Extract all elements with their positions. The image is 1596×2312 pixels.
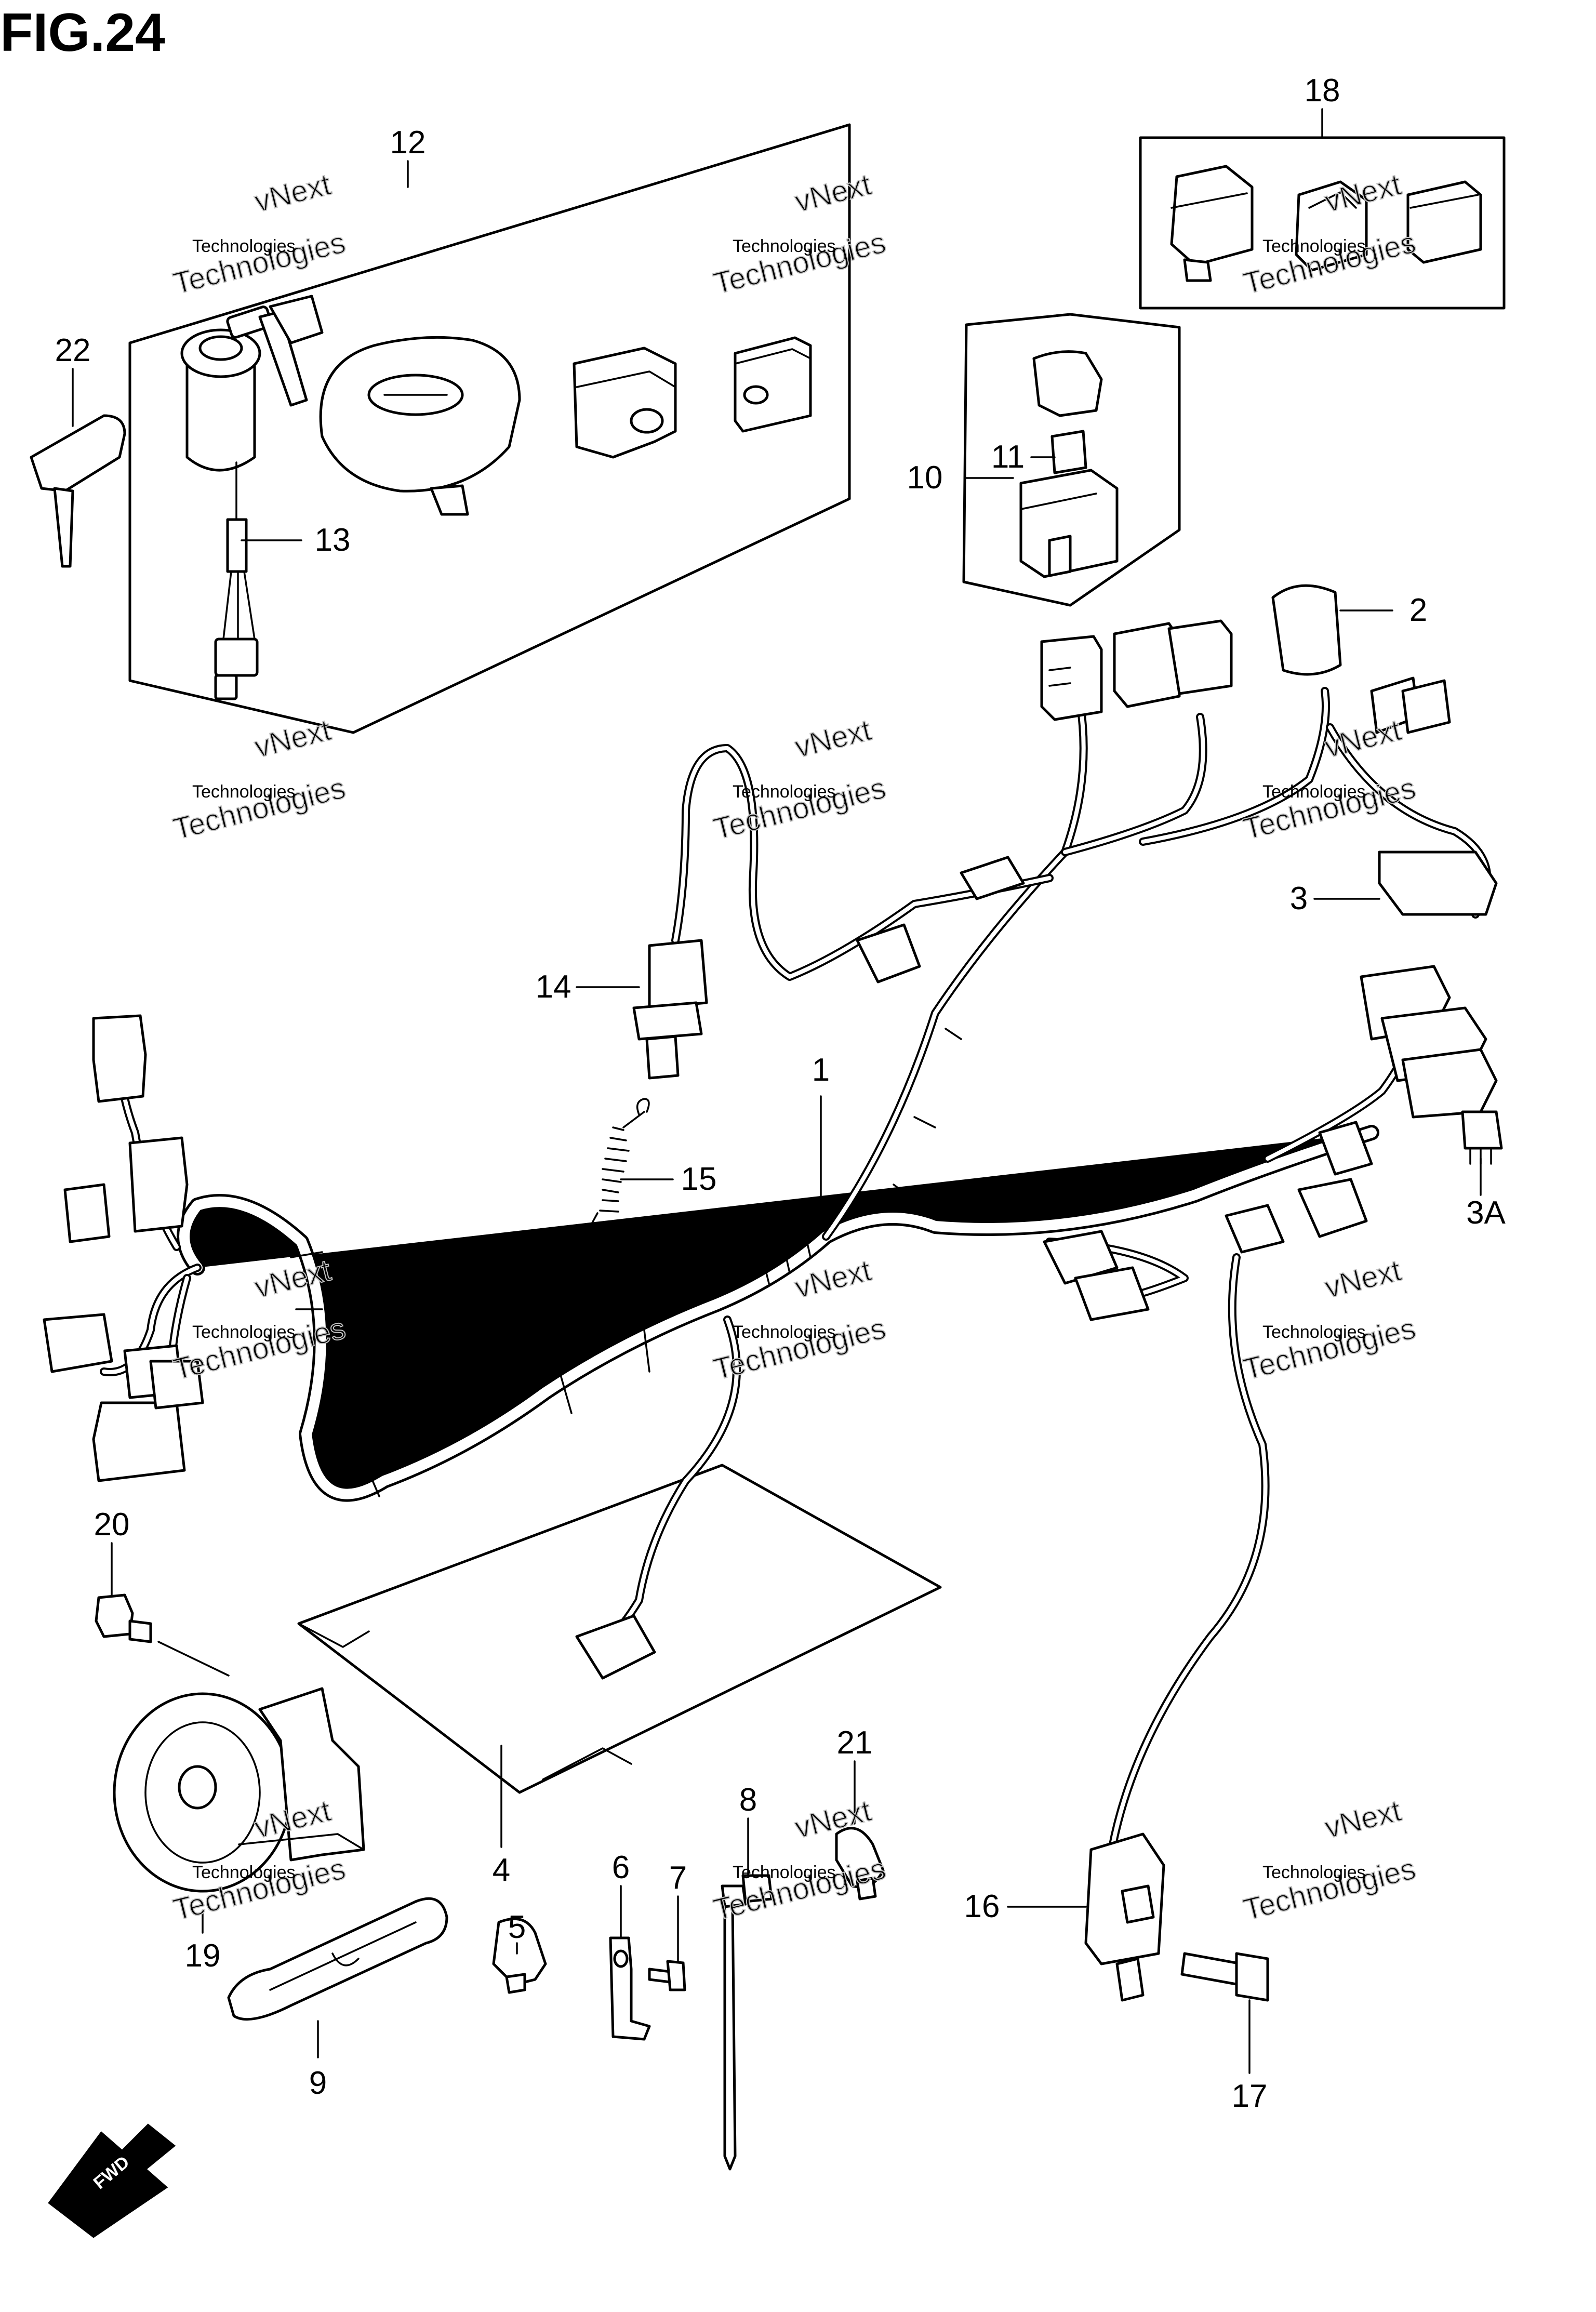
wiring-harness xyxy=(100,687,1492,1854)
callout-11: 11 xyxy=(991,439,1025,475)
watermark: vNext Technologies Technologies xyxy=(169,712,349,846)
relay-kit-10 xyxy=(962,313,1181,607)
svg-text:vNext: vNext xyxy=(792,713,875,764)
protector-9 xyxy=(227,1897,448,2021)
stay-6 xyxy=(609,1936,651,2041)
svg-text:Technologies: Technologies xyxy=(1262,782,1365,802)
svg-text:vNext: vNext xyxy=(792,167,875,219)
callout-8: 8 xyxy=(739,1782,757,1818)
screw-7 xyxy=(648,1960,686,1991)
watermark: vNext Technologies Technologies xyxy=(710,712,889,846)
callout-15: 15 xyxy=(681,1161,717,1197)
connector-kit-18 xyxy=(1139,136,1506,310)
svg-text:Technologies: Technologies xyxy=(192,782,295,802)
clamp-5 xyxy=(492,1917,547,1994)
callout-5: 5 xyxy=(508,1909,526,1945)
callout-3: 3 xyxy=(1290,881,1308,916)
callout-2: 2 xyxy=(1409,592,1427,628)
seat-lock xyxy=(573,347,677,459)
callouts: 1 2 3 3A 4 5 6 7 8 9 10 11 12 13 14 15 1… xyxy=(55,73,1506,2114)
callout-7: 7 xyxy=(669,1860,687,1896)
svg-text:Technologies: Technologies xyxy=(1262,1322,1365,1342)
horn-19 xyxy=(113,1687,365,1893)
callout-13: 13 xyxy=(315,522,351,558)
callout-10: 10 xyxy=(907,460,943,496)
svg-text:Technologies: Technologies xyxy=(1262,1863,1365,1882)
switch-14 xyxy=(632,939,708,1080)
sensor-16 xyxy=(1084,1832,1165,2002)
watermark: vNext Technologies Technologies xyxy=(710,1793,889,1927)
kit-12-frame xyxy=(128,123,851,734)
callout-17: 17 xyxy=(1232,2078,1268,2114)
callout-19: 19 xyxy=(185,1938,221,1974)
fwd-arrow: FWD xyxy=(48,2123,176,2238)
kit-10-frame xyxy=(962,313,1181,607)
svg-text:vNext: vNext xyxy=(1322,1253,1405,1305)
watermark: vNext Technologies Technologies xyxy=(1240,1253,1419,1387)
ignition-lock-kit xyxy=(128,123,851,734)
relay-cap xyxy=(1032,350,1103,417)
connector-cover-2 xyxy=(1271,584,1342,676)
key xyxy=(30,414,126,568)
svg-text:Technologies: Technologies xyxy=(192,236,295,256)
svg-text:Technologies: Technologies xyxy=(733,1322,835,1342)
ignition-switch xyxy=(180,295,324,700)
callout-18: 18 xyxy=(1305,73,1340,109)
watermark: vNext Technologies Technologies xyxy=(710,167,889,301)
harness-connectors xyxy=(43,584,1503,1680)
svg-text:Technologies: Technologies xyxy=(733,236,835,256)
svg-text:Technologies: Technologies xyxy=(1262,236,1365,256)
callout-9: 9 xyxy=(309,2065,327,2101)
svg-text:Technologies: Technologies xyxy=(192,1322,295,1342)
callout-6: 6 xyxy=(612,1850,630,1885)
figure-title: FIG.24 xyxy=(0,3,165,63)
callout-14: 14 xyxy=(536,969,571,1005)
callout-3a: 3A xyxy=(1466,1195,1506,1231)
svg-text:vNext: vNext xyxy=(251,167,335,219)
fuse xyxy=(1050,430,1087,474)
callout-16: 16 xyxy=(964,1889,1000,1924)
svg-text:vNext: vNext xyxy=(1322,1793,1405,1845)
callout-1: 1 xyxy=(812,1052,830,1088)
clamp-21 xyxy=(835,1827,885,1901)
bolt-20 xyxy=(95,1593,230,1677)
lock-cover xyxy=(734,336,812,433)
svg-text:vNext: vNext xyxy=(1322,713,1405,764)
svg-text:Technologies: Technologies xyxy=(192,1863,295,1882)
connector-3a xyxy=(1461,1110,1503,1150)
fuel-cap xyxy=(319,336,521,516)
watermark: vNext Technologies Technologies xyxy=(1240,712,1419,846)
callout-4: 4 xyxy=(493,1852,510,1888)
leader-lines xyxy=(72,108,1482,2074)
spring-15 xyxy=(508,1098,650,1383)
connector-cover-3 xyxy=(1378,851,1498,916)
svg-text:vNext: vNext xyxy=(251,713,335,764)
callout-22: 22 xyxy=(55,333,91,368)
watermark: vNext Technologies Technologies xyxy=(1240,1793,1419,1927)
callout-21: 21 xyxy=(837,1725,873,1761)
svg-text:Technologies: Technologies xyxy=(733,1863,835,1882)
protective-sheet xyxy=(297,1464,942,1794)
watermark: vNext Technologies Technologies xyxy=(169,167,349,301)
band-8 xyxy=(721,1874,773,2171)
callout-20: 20 xyxy=(94,1507,130,1543)
bolt-17 xyxy=(1180,1952,1269,2002)
svg-text:Technologies: Technologies xyxy=(733,782,835,802)
relay xyxy=(1019,469,1119,578)
callout-12: 12 xyxy=(390,125,426,161)
